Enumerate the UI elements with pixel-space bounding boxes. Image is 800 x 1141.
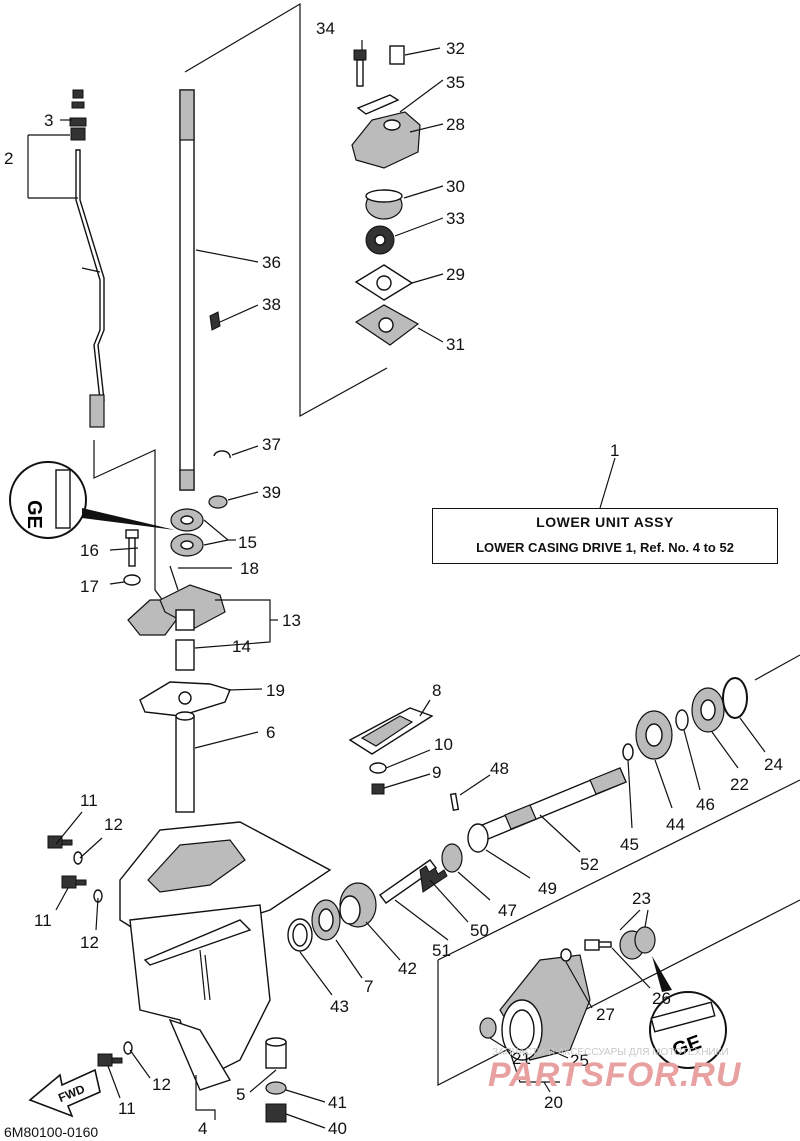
lower-fittings — [265, 1037, 287, 1123]
propeller-shaft-assembly — [287, 677, 748, 952]
callout-40: 40 — [328, 1119, 347, 1138]
callout-24: 24 — [764, 755, 783, 774]
diagram-code: 6M80100-0160 — [4, 1124, 99, 1140]
callout-37: 37 — [262, 435, 281, 454]
callout-32: 32 — [446, 39, 465, 58]
grease-badge-top-label: GE — [23, 500, 45, 529]
fwd-arrow: FWD — [28, 1068, 101, 1118]
callout-23: 23 — [632, 889, 651, 908]
callout-11b: 11 — [34, 911, 52, 930]
grease-badge-top: GE — [9, 461, 175, 539]
callout-44: 44 — [666, 815, 685, 834]
callout-46: 46 — [696, 795, 715, 814]
callout-13: 13 — [282, 611, 301, 630]
callout-9: 9 — [432, 763, 441, 782]
watermark-brand: PARTSFOR.RU — [488, 1056, 742, 1094]
callout-29: 29 — [446, 265, 465, 284]
callout-51: 51 — [432, 941, 451, 960]
callout-12a: 12 — [104, 815, 123, 834]
callout-34: 34 — [316, 19, 335, 38]
callout-10: 10 — [434, 735, 453, 754]
title-line-2: LOWER CASING DRIVE 1, Ref. No. 4 to 52 — [476, 540, 734, 555]
callout-43: 43 — [330, 997, 349, 1016]
guide-lines — [93, 2, 800, 1086]
callout-6: 6 — [266, 723, 275, 742]
callout-38: 38 — [262, 295, 281, 314]
callout-36: 36 — [262, 253, 281, 272]
callout-33: 33 — [446, 209, 465, 228]
callout-28: 28 — [446, 115, 465, 134]
lower-casing — [119, 821, 332, 1091]
callout-25: 25 — [570, 1051, 589, 1070]
callout-30: 30 — [446, 177, 465, 196]
callout-19: 19 — [266, 681, 285, 700]
callout-15: 15 — [238, 533, 257, 552]
callout-27: 27 — [596, 1005, 615, 1024]
shift-cam-parts — [348, 707, 434, 795]
callout-42: 42 — [398, 959, 417, 978]
casing-bolts — [47, 835, 133, 1067]
drive-shaft — [179, 89, 231, 509]
callout-39: 39 — [262, 483, 281, 502]
callout-47: 47 — [498, 901, 517, 920]
lower-unit-title-box: LOWER UNIT ASSY LOWER CASING DRIVE 1, Re… — [432, 508, 778, 564]
callout-numbers: 1 2 3 4 5 6 7 8 9 10 11 11 11 12 12 12 1… — [4, 19, 783, 1138]
callout-45: 45 — [620, 835, 639, 854]
callout-2: 2 — [4, 149, 13, 168]
water-pump-assembly — [351, 45, 421, 346]
callout-18: 18 — [240, 559, 259, 578]
callout-22: 22 — [730, 775, 749, 794]
callout-41: 41 — [328, 1093, 347, 1112]
propeller-shaft-housing — [479, 926, 656, 1061]
callout-21: 21 — [512, 1049, 531, 1068]
callout-11c: 11 — [118, 1099, 136, 1118]
watermark-tagline: ЗАПЧАСТИ И АКСЕССУАРЫ ДЛЯ МОТОТЕХНИКИ — [492, 1047, 729, 1058]
callout-49: 49 — [538, 879, 557, 898]
callout-52: 52 — [580, 855, 599, 874]
callout-50: 50 — [470, 921, 489, 940]
leader-lines — [27, 40, 766, 1129]
callout-12b: 12 — [80, 933, 99, 952]
callout-4: 4 — [198, 1119, 207, 1138]
callout-11a: 11 — [80, 791, 98, 810]
callout-12c: 12 — [152, 1075, 171, 1094]
grease-badge-bottom: GE — [649, 956, 727, 1069]
callout-31: 31 — [446, 335, 465, 354]
upper-bearings-and-bracket — [123, 508, 231, 717]
callout-7: 7 — [364, 977, 373, 996]
callout-3: 3 — [44, 111, 53, 130]
callout-48: 48 — [490, 759, 509, 778]
callout-14: 14 — [232, 637, 251, 656]
callout-17: 17 — [80, 577, 99, 596]
callout-26: 26 — [652, 989, 671, 1008]
shift-rod-assembly — [69, 89, 105, 428]
callout-20: 20 — [544, 1093, 563, 1112]
callout-5: 5 — [236, 1085, 245, 1104]
title-line-1: LOWER UNIT ASSY — [536, 514, 674, 530]
drive-shaft-tube — [175, 711, 195, 813]
callout-1: 1 — [610, 441, 619, 460]
callout-35: 35 — [446, 73, 465, 92]
callout-8: 8 — [432, 681, 441, 700]
callout-16: 16 — [80, 541, 99, 560]
